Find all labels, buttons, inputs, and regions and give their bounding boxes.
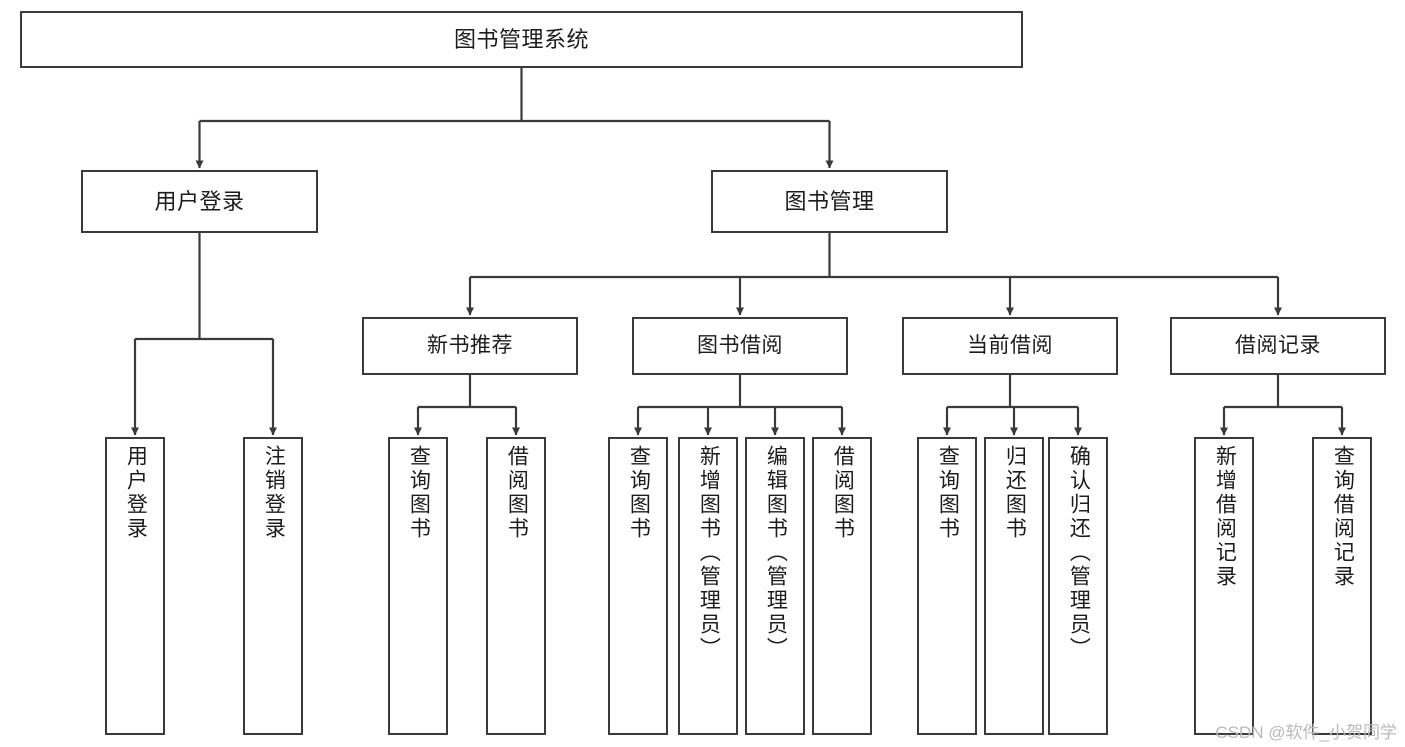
node-leaf-borrow-3[interactable]: 编辑图书（管理员） bbox=[745, 437, 805, 735]
node-label: 编辑图书（管理员） bbox=[764, 445, 788, 661]
node-leaf-borrow-2[interactable]: 新增图书（管理员） bbox=[678, 437, 738, 735]
node-newbook[interactable]: 新书推荐 bbox=[362, 317, 578, 375]
node-records[interactable]: 借阅记录 bbox=[1170, 317, 1386, 375]
node-label: 新增借阅记录 bbox=[1213, 445, 1237, 589]
node-label: 查询图书 bbox=[407, 445, 431, 541]
node-leaf-cur-3[interactable]: 确认归还（管理员） bbox=[1048, 437, 1108, 735]
node-label: 借阅图书 bbox=[505, 445, 529, 541]
node-label: 查询借阅记录 bbox=[1331, 445, 1355, 589]
node-leaf-login-1[interactable]: 用户登录 bbox=[105, 437, 165, 735]
node-leaf-new-1[interactable]: 查询图书 bbox=[388, 437, 448, 735]
node-label: 图书管理系统 bbox=[453, 26, 589, 52]
node-leaf-cur-1[interactable]: 查询图书 bbox=[917, 437, 977, 735]
watermark: CSDN @软件_小贺同学 bbox=[1215, 723, 1397, 742]
node-leaf-rec-2[interactable]: 查询借阅记录 bbox=[1312, 437, 1372, 735]
node-label: 用户登录 bbox=[154, 188, 245, 214]
node-leaf-cur-2[interactable]: 归还图书 bbox=[984, 437, 1044, 735]
node-label: 图书管理 bbox=[784, 188, 875, 214]
node-bookmgmt[interactable]: 图书管理 bbox=[711, 170, 948, 233]
node-label: 借阅图书 bbox=[831, 445, 855, 541]
node-label: 确认归还（管理员） bbox=[1067, 445, 1091, 661]
node-label: 归还图书 bbox=[1003, 445, 1027, 541]
node-root[interactable]: 图书管理系统 bbox=[20, 11, 1023, 68]
node-label: 查询图书 bbox=[936, 445, 960, 541]
node-leaf-login-2[interactable]: 注销登录 bbox=[243, 437, 303, 735]
node-label: 新书推荐 bbox=[427, 333, 513, 357]
node-borrow[interactable]: 图书借阅 bbox=[632, 317, 848, 375]
node-leaf-borrow-4[interactable]: 借阅图书 bbox=[812, 437, 872, 735]
node-label: 当前借阅 bbox=[967, 333, 1053, 357]
node-leaf-borrow-1[interactable]: 查询图书 bbox=[608, 437, 668, 735]
node-label: 新增图书（管理员） bbox=[697, 445, 721, 661]
node-label: 用户登录 bbox=[124, 445, 148, 541]
node-label: 借阅记录 bbox=[1235, 333, 1321, 357]
node-leaf-new-2[interactable]: 借阅图书 bbox=[486, 437, 546, 735]
node-label: 图书借阅 bbox=[697, 333, 783, 357]
node-label: 查询图书 bbox=[627, 445, 651, 541]
node-label: 注销登录 bbox=[262, 445, 286, 541]
node-leaf-rec-1[interactable]: 新增借阅记录 bbox=[1194, 437, 1254, 735]
node-login[interactable]: 用户登录 bbox=[81, 170, 318, 233]
node-current[interactable]: 当前借阅 bbox=[902, 317, 1118, 375]
